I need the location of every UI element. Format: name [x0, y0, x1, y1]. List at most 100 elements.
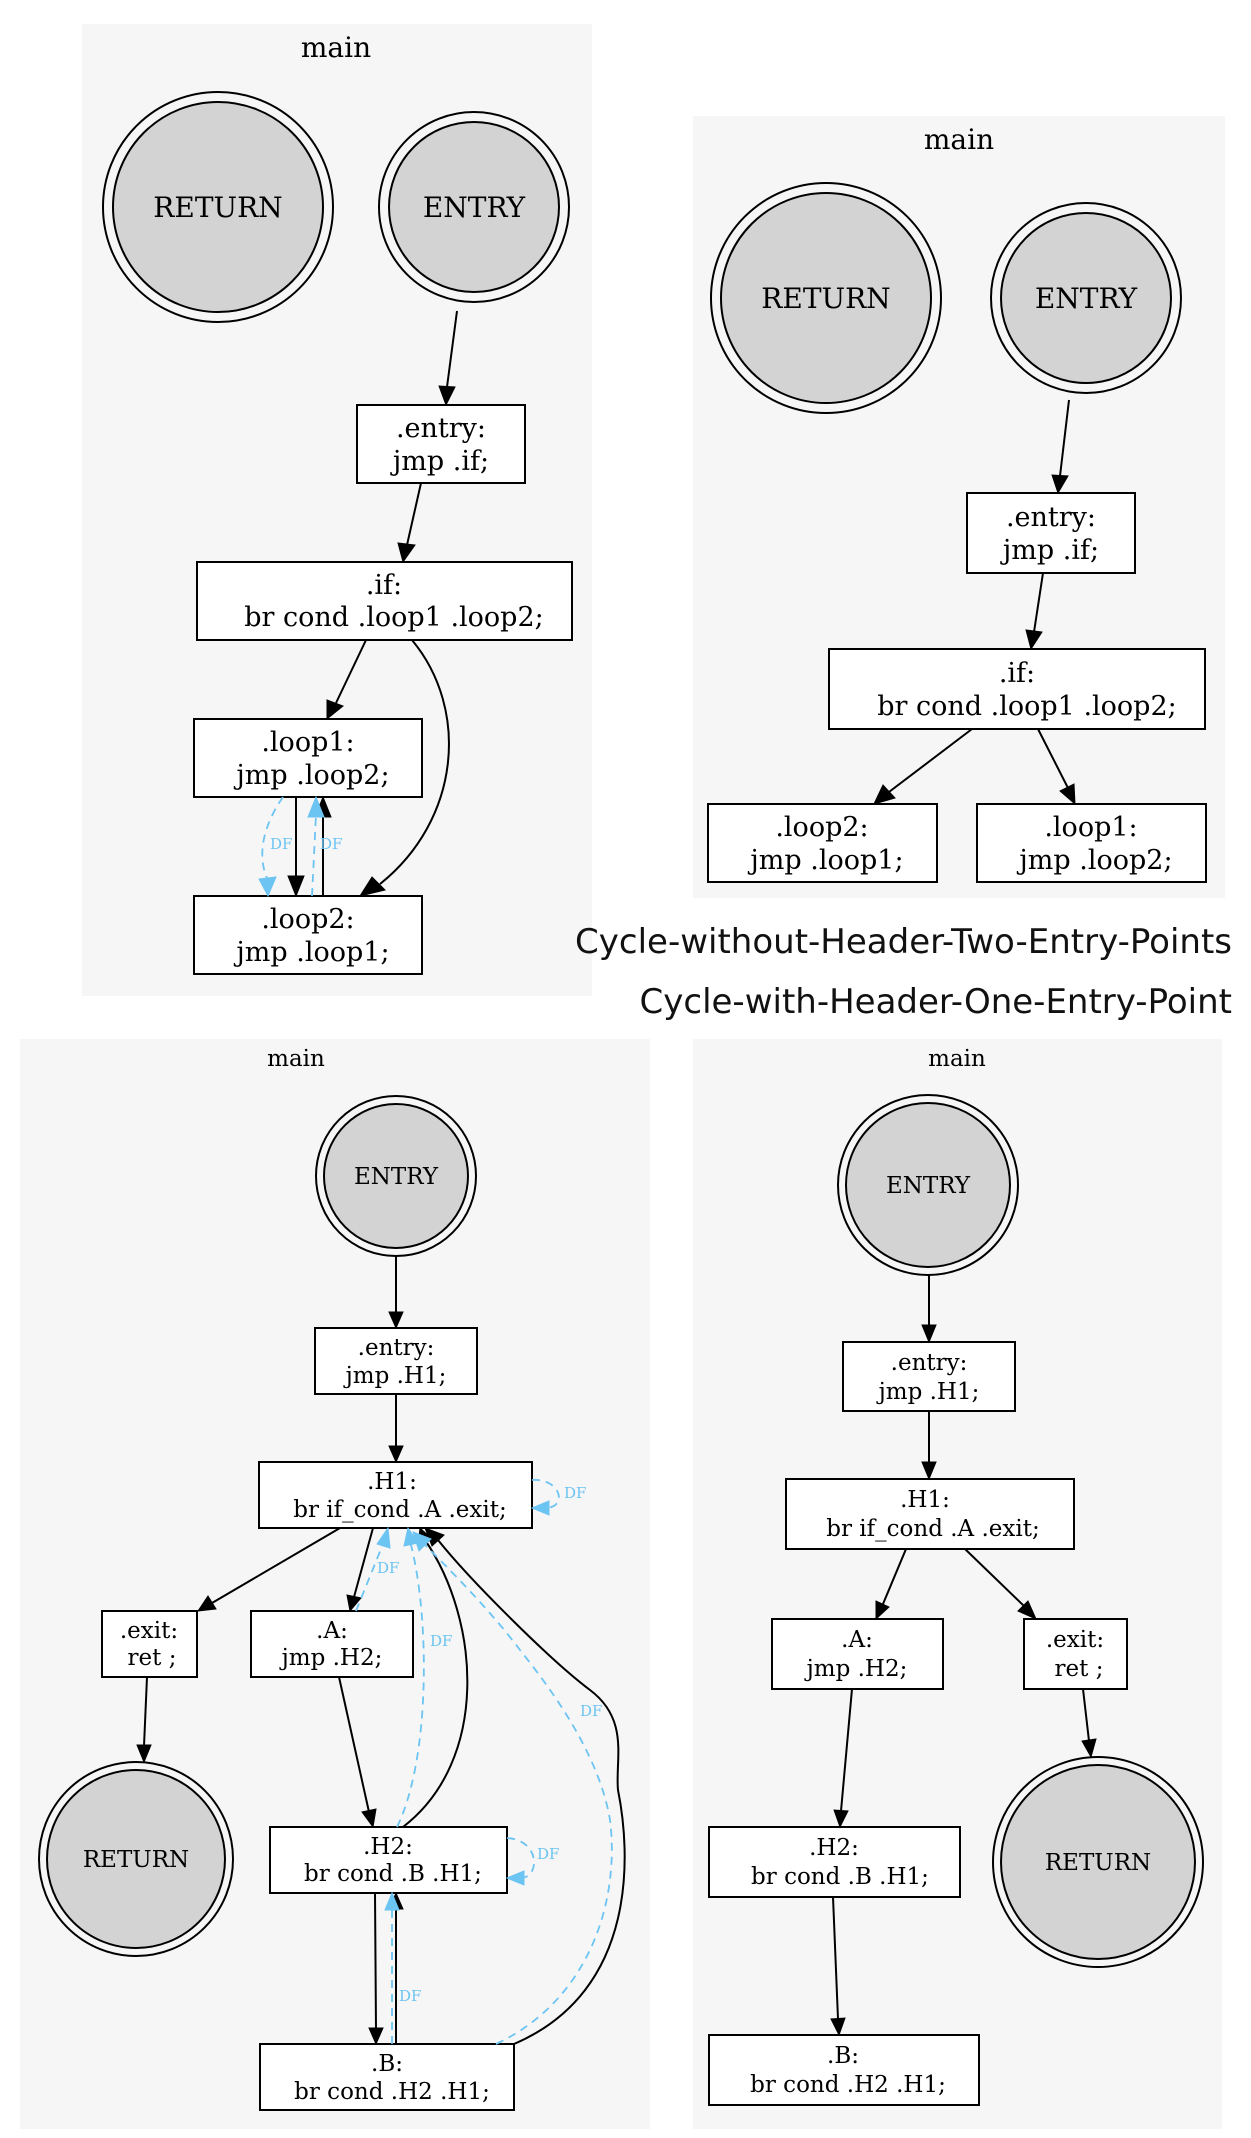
edge-h2-to-b-g4: [832, 1896, 839, 2020]
node-h1-block-g3: .H1: br if_cond .A .exit;: [258, 1461, 533, 1529]
svg-text:jmp .if;: jmp .if;: [1000, 535, 1099, 566]
edge-if-to-loop1-g1: [335, 639, 367, 704]
caption-bottom: Cycle-with-Header-One-Entry-Point: [640, 982, 1232, 1022]
svg-text:jmp .loop2;: jmp .loop2;: [1016, 845, 1172, 876]
df-label: DF: [537, 1845, 559, 1863]
df-label: DF: [320, 835, 342, 853]
graph-g1: main RETURN ENTRY .entry: jmp .if; .if: …: [82, 24, 592, 996]
svg-text:jmp .H1;: jmp .H1;: [876, 1379, 980, 1405]
svg-text:.H2:: .H2:: [363, 1834, 413, 1860]
node-entry-block-g3: .entry: jmp .H1;: [314, 1327, 478, 1395]
node-if-block-g2: .if: br cond .loop1 .loop2;: [828, 648, 1206, 730]
df-arrowhead: [412, 1531, 432, 1552]
edge-h1-to-a-g4: [882, 1548, 907, 1605]
df-arrowhead: [376, 1526, 391, 1549]
svg-text:.exit:: .exit:: [1046, 1627, 1104, 1653]
node-b-block-g3: .B: br cond .H2 .H1;: [259, 2043, 515, 2111]
edge-h1-to-exit-g4: [964, 1548, 1025, 1607]
svg-text:br cond .H2 .H1;: br cond .H2 .H1;: [294, 2079, 490, 2105]
arrowhead: [1059, 783, 1076, 806]
node-a-block-g4: .A: jmp .H2;: [771, 1618, 944, 1690]
node-entry-circle-g3: ENTRY: [315, 1095, 477, 1257]
svg-text:jmp .loop1;: jmp .loop1;: [233, 937, 389, 968]
svg-text:jmp .loop2;: jmp .loop2;: [233, 760, 389, 791]
edge-exit-to-return-g4: [1082, 1688, 1090, 1742]
edge-h1-to-a-g3: [353, 1527, 374, 1598]
svg-text:.A:: .A:: [841, 1627, 873, 1653]
arrowhead: [830, 2017, 846, 2037]
node-b-block-g4: .B: br cond .H2 .H1;: [708, 2034, 980, 2106]
graph-g2: main RETURN ENTRY .entry: jmp .if; .if: …: [693, 116, 1225, 898]
node-return-g3: RETURN: [38, 1761, 234, 1957]
cluster-label-g2: main: [924, 123, 994, 156]
edge-if-to-loop1-g2: [1037, 728, 1069, 789]
svg-text:.H1:: .H1:: [367, 1469, 417, 1495]
df-edge-b-to-h1-g3: [424, 1544, 613, 2045]
edge-if-to-loop2-g1: [379, 639, 450, 885]
node-return-g1: RETURN: [102, 91, 334, 323]
arrowhead: [388, 1445, 404, 1464]
svg-text:jmp .if;: jmp .if;: [390, 446, 489, 477]
svg-text:ENTRY: ENTRY: [354, 1164, 439, 1190]
arrowhead: [326, 699, 344, 721]
graph-g3: main ENTRY .entry: jmp .H1; .H1: br if_c…: [20, 1039, 650, 2129]
svg-text:br cond .loop1 .loop2;: br cond .loop1 .loop2;: [877, 691, 1176, 722]
svg-text:RETURN: RETURN: [761, 282, 890, 315]
graph-g4: main ENTRY .entry: jmp .H1; .H1: br if_c…: [693, 1039, 1222, 2129]
svg-text:RETURN: RETURN: [83, 1847, 189, 1873]
edge-if-to-loop2-g2: [888, 728, 973, 793]
edge-a-to-h2-g3: [338, 1676, 370, 1813]
svg-text:ENTRY: ENTRY: [423, 191, 526, 224]
arrowhead: [1025, 629, 1043, 651]
arrowhead: [397, 542, 416, 564]
df-label: DF: [270, 835, 292, 853]
cluster-label-g1: main: [301, 31, 371, 64]
df-label: DF: [430, 1632, 452, 1650]
svg-text:.H2:: .H2:: [809, 1835, 859, 1861]
svg-text:.entry:: .entry:: [358, 1335, 435, 1361]
svg-text:br cond .B .H1;: br cond .B .H1;: [751, 1864, 929, 1890]
node-entry-block-g4: .entry: jmp .H1;: [842, 1341, 1016, 1412]
svg-text:RETURN: RETURN: [153, 191, 282, 224]
node-if-block-g1: .if: br cond .loop1 .loop2;: [196, 561, 573, 641]
cluster-label-g4: main: [928, 1046, 986, 1072]
arrowhead: [438, 385, 456, 407]
df-edge-a-to-h1-g3: [355, 1543, 384, 1612]
arrowhead: [361, 1808, 377, 1829]
arrowhead: [136, 1744, 152, 1764]
arrowhead: [921, 1324, 937, 1344]
svg-text:br if_cond .A .exit;: br if_cond .A .exit;: [293, 1497, 506, 1523]
svg-text:jmp .H1;: jmp .H1;: [343, 1363, 447, 1389]
arrowhead: [196, 1595, 217, 1612]
df-arrowhead: [530, 1500, 550, 1516]
svg-text:ret ;: ret ;: [128, 1645, 177, 1671]
edge-b-to-h1-g3: [437, 1539, 626, 2045]
node-h2-block-g3: .H2: br cond .B .H1;: [269, 1826, 508, 1894]
node-entry-circle-g1: ENTRY: [378, 111, 570, 303]
svg-text:.B:: .B:: [827, 2043, 859, 2069]
df-label: DF: [377, 1559, 399, 1577]
node-loop1-block-g2: .loop1: jmp .loop2;: [976, 803, 1207, 883]
df-edge-h2-self-g3: [506, 1837, 535, 1879]
svg-text:.if:: .if:: [366, 570, 402, 601]
arrowhead: [424, 1527, 445, 1547]
df-arrowhead: [258, 876, 277, 898]
node-entry-circle-g2: ENTRY: [990, 202, 1182, 394]
svg-text:.loop2:: .loop2:: [775, 812, 868, 843]
edge-h2-to-h1-g3: [402, 1539, 469, 1828]
df-label: DF: [580, 1702, 602, 1720]
cluster-label-g3: main: [267, 1046, 325, 1072]
edge-entry-to-entryblock-g1: [446, 310, 458, 388]
arrowhead: [1017, 1600, 1037, 1620]
svg-text:.loop1:: .loop1:: [261, 727, 354, 758]
svg-text:jmp .H2;: jmp .H2;: [279, 1645, 383, 1671]
svg-text:br if_cond .A .exit;: br if_cond .A .exit;: [826, 1516, 1039, 1542]
arrowhead: [1081, 1738, 1097, 1759]
svg-text:.loop2:: .loop2:: [261, 904, 354, 935]
df-edge-h1-self-g3: [531, 1479, 560, 1509]
arrowhead: [873, 784, 896, 805]
edge-entryblock-to-if-g1: [406, 482, 422, 546]
arrowhead: [358, 876, 386, 897]
svg-text:ret ;: ret ;: [1055, 1656, 1104, 1682]
